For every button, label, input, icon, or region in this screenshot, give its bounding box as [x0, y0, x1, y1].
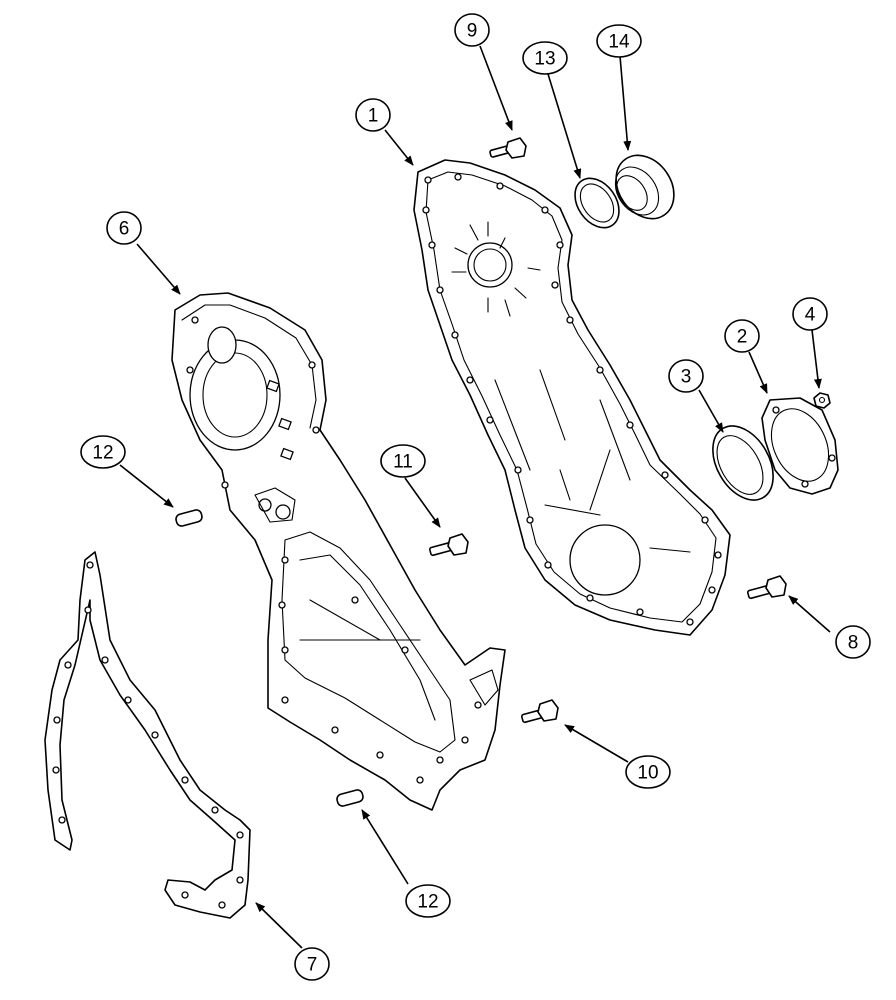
callout-1: 1 — [355, 98, 391, 132]
callout-6: 6 — [106, 211, 142, 245]
housing-bolt-holes — [186, 316, 482, 784]
callout-8-label: 8 — [848, 633, 859, 654]
seal-part-3 — [712, 425, 774, 501]
retainer-plate-part-2 — [761, 397, 839, 495]
callout-7-label: 7 — [307, 955, 318, 976]
callout-13: 13 — [522, 41, 568, 75]
seal-part-14 — [614, 154, 675, 220]
callout-7: 7 — [294, 947, 330, 981]
dowel-pin-part-12-lower — [336, 789, 364, 807]
bolt-part-8 — [746, 575, 787, 600]
bolt-part-11 — [428, 533, 469, 557]
callout-12-lower-label: 12 — [417, 892, 438, 913]
callout-3: 3 — [668, 359, 704, 393]
front-cover-housing-part-6 — [171, 292, 506, 811]
callout-14: 14 — [596, 24, 642, 58]
lower-gasket-holes — [52, 561, 244, 909]
dowel-pin-part-12-upper — [175, 509, 203, 527]
callout-3-label: 3 — [681, 367, 692, 388]
bolt-part-9 — [489, 137, 527, 159]
callout-1-label: 1 — [368, 106, 379, 127]
lower-gasket-part-7 — [44, 551, 251, 919]
callout-12-lower: 12 — [405, 884, 451, 918]
seal-part-13 — [574, 177, 620, 229]
callout-2-label: 2 — [737, 327, 748, 348]
callout-2: 2 — [724, 319, 760, 353]
bolt-part-10 — [520, 699, 559, 724]
callout-8: 8 — [835, 625, 871, 659]
callout-12-upper-label: 12 — [92, 443, 113, 464]
callout-4-label: 4 — [805, 305, 816, 326]
callout-11: 11 — [380, 444, 426, 478]
callout-6-label: 6 — [119, 219, 130, 240]
callout-12-upper: 12 — [80, 435, 126, 469]
leader-lines — [119, 45, 831, 949]
callout-9: 9 — [454, 13, 490, 47]
callout-9-label: 9 — [467, 21, 478, 42]
nut-part-4 — [813, 392, 831, 409]
callout-14-label: 14 — [608, 32, 630, 53]
callout-10-label: 10 — [637, 763, 658, 784]
callout-4: 4 — [792, 297, 828, 331]
callout-11-label: 11 — [393, 452, 413, 473]
callout-10: 10 — [625, 755, 671, 789]
gasket-bolt-holes — [422, 173, 722, 626]
cover-gasket-part-1 — [413, 159, 731, 636]
callout-13-label: 13 — [534, 49, 555, 70]
